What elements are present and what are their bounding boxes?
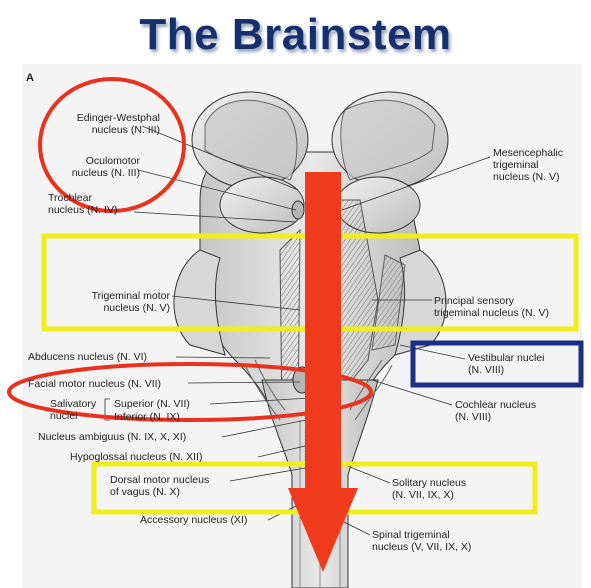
label-oculomotor: Oculomotor nucleus (N. III) bbox=[50, 155, 140, 179]
label-inferior: Inferior (N. IX) bbox=[114, 411, 180, 423]
label-accessory: Accessory nucleus (XI) bbox=[140, 514, 247, 526]
label-principal-sensory: Principal sensory trigeminal nucleus (N.… bbox=[434, 295, 549, 319]
label-superior: Superior (N. VII) bbox=[114, 398, 190, 410]
label-solitary: Solitary nucleus (N. VII, IX, X) bbox=[392, 477, 466, 501]
label-nucleus-ambiguus: Nucleus ambiguus (N. IX, X, XI) bbox=[38, 431, 186, 443]
left-inferior-colliculus bbox=[220, 177, 304, 233]
label-hypoglossal: Hypoglossal nucleus (N. XII) bbox=[70, 451, 202, 463]
label-salivatory: Salivatory nuclei bbox=[50, 398, 96, 422]
label-spinal-trigeminal: Spinal trigeminal nucleus (V, VII, IX, X… bbox=[372, 529, 471, 553]
label-facial-motor: Facial motor nucleus (N. VII) bbox=[28, 378, 161, 390]
label-cochlear: Cochlear nucleus (N. VIII) bbox=[455, 399, 536, 423]
label-trochlear: Trochlear nucleus (N. IV) bbox=[48, 192, 117, 216]
label-trigeminal-motor: Trigeminal motor nucleus (N. V) bbox=[70, 290, 170, 314]
label-edinger-westphal: Edinger-Westphal nucleus (N. III) bbox=[60, 112, 160, 136]
label-vestibular: Vestibular nuclei (N. VIII) bbox=[468, 352, 544, 376]
label-dorsal-motor: Dorsal motor nucleus of vagus (N. X) bbox=[110, 474, 209, 498]
oculomotor-nucleus-dot bbox=[292, 201, 304, 219]
panel-letter: A bbox=[26, 72, 34, 84]
label-abducens: Abducens nucleus (N. VI) bbox=[28, 351, 147, 363]
label-mesencephalic: Mesencephalic trigeminal nucleus (N. V) bbox=[493, 147, 563, 183]
